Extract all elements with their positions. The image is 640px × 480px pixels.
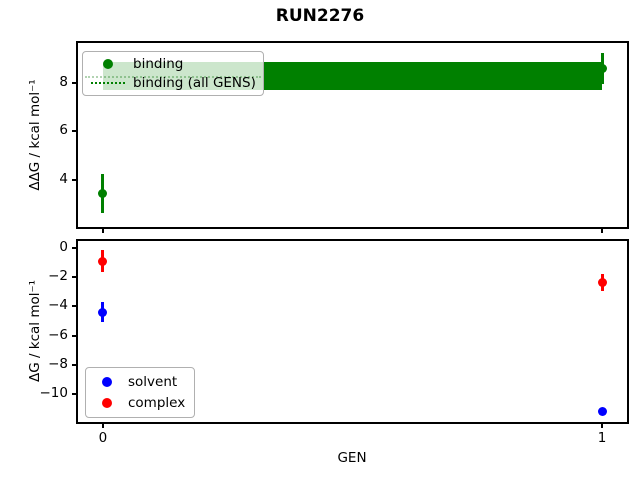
y-tick-mark: [72, 392, 78, 395]
x-tick-mark: [101, 422, 104, 428]
y-tick-label: 8: [59, 74, 68, 90]
complex-marker-sample-icon: [102, 398, 112, 408]
all-gens-dotted-line-through-legend: [85, 76, 261, 78]
solvent-data-point: [597, 406, 607, 416]
legend-entry-solvent: solvent: [92, 372, 188, 393]
y-tick-mark: [72, 363, 78, 366]
y-tick-label: −8: [48, 355, 68, 372]
bottom-subplot-axes: [76, 239, 629, 424]
y-tick-label: −2: [48, 268, 68, 285]
bottom-legend: solvent complex: [85, 367, 195, 418]
x-tick-mark: [601, 227, 604, 233]
x-tick-label: 1: [597, 430, 607, 446]
solvent-marker-sample-icon: [102, 377, 112, 387]
y-tick-label: −10: [39, 384, 69, 401]
legend-sample-area: [92, 398, 122, 408]
top-legend: binding binding (all GENS): [82, 51, 264, 96]
x-tick-mark: [101, 227, 104, 233]
legend-label-binding-all-gens: binding (all GENS): [133, 75, 256, 92]
y-tick-label: −4: [48, 297, 68, 314]
legend-entry-binding-all-gens: binding (all GENS): [89, 74, 257, 94]
y-tick-mark: [72, 247, 78, 249]
y-tick-label: 6: [59, 122, 68, 139]
complex-data-point: [597, 277, 607, 287]
x-tick-label: 0: [98, 430, 108, 446]
y-tick-mark: [72, 130, 78, 133]
chart-title: RUN2276: [275, 6, 365, 26]
binding-data-point: [597, 63, 607, 73]
legend-entry-binding: binding: [89, 54, 257, 74]
x-axis-label: GEN: [337, 450, 367, 466]
binding-all-gens-dotted-line-sample-icon: [91, 82, 125, 85]
y-tick-mark: [72, 82, 78, 84]
legend-sample-area: [89, 58, 127, 69]
solvent-data-point: [98, 307, 108, 317]
all-gens-mean-dotted-line: [102, 75, 603, 78]
y-tick-mark: [72, 178, 78, 181]
y-tick-label: 0: [59, 239, 68, 255]
legend-entry-complex: complex: [92, 393, 188, 414]
y-tick-mark: [72, 305, 78, 308]
legend-sample-area: [89, 82, 127, 85]
y-tick-mark: [72, 276, 78, 279]
x-tick-mark: [601, 422, 604, 428]
complex-data-point: [98, 256, 108, 266]
y-tick-mark: [72, 334, 78, 337]
legend-label-binding: binding: [133, 55, 184, 72]
binding-data-point: [98, 188, 108, 198]
y-tick-label: 4: [59, 170, 68, 187]
legend-label-complex: complex: [128, 395, 186, 411]
top-subplot-axes: [76, 41, 629, 229]
y-tick-label: −6: [48, 326, 68, 343]
legend-sample-area: [92, 377, 122, 387]
binding-marker-sample-icon: [103, 58, 113, 69]
legend-label-solvent: solvent: [128, 374, 178, 390]
